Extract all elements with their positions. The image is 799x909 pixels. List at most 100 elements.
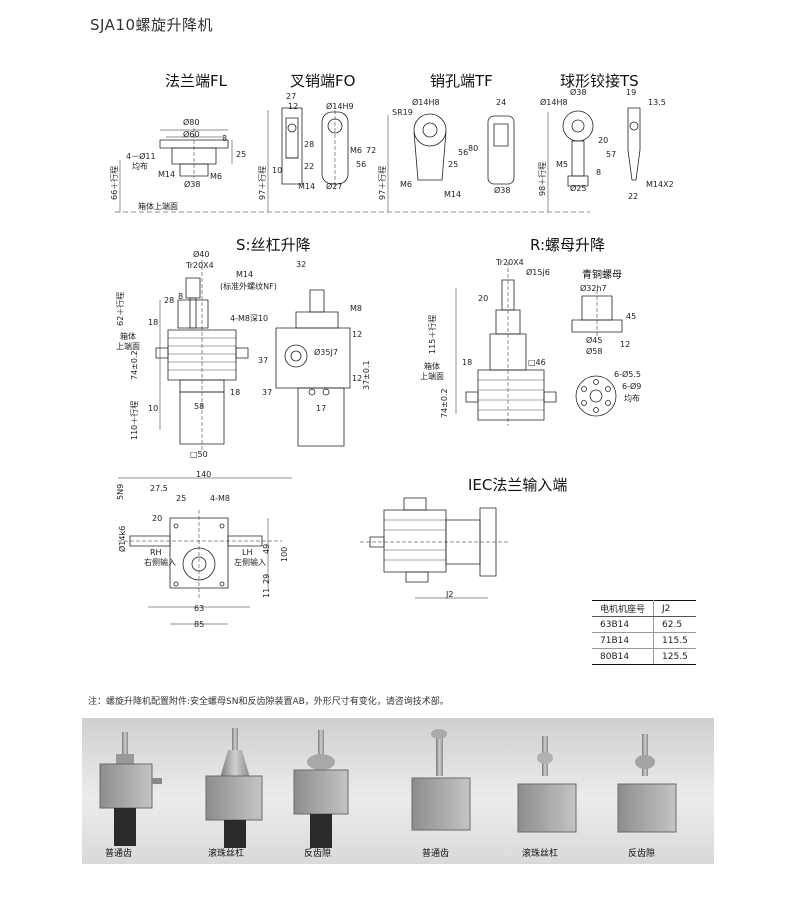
- dim-label: 115＋行程: [428, 314, 437, 354]
- dim-label: Ø35J7: [314, 348, 338, 357]
- screw-lifting-drawing: [156, 260, 350, 450]
- photo-caption: 普通齿: [422, 849, 450, 859]
- dim-label: 20: [478, 294, 489, 303]
- dim-label: 74±0.2: [130, 350, 139, 380]
- dim-label: M14: [298, 182, 316, 191]
- photo-caption: 滚珠丝杠: [208, 849, 245, 859]
- dim-label: 8: [222, 134, 228, 143]
- product-photo-standard-1: [99, 732, 162, 846]
- dim-label: Ø14k6: [118, 525, 127, 552]
- dim-label: Ø25: [570, 184, 587, 193]
- dim-label: 11: [262, 587, 271, 598]
- dim-label: Ø38: [494, 186, 511, 195]
- dim-label: 24: [496, 98, 507, 107]
- product-photo-ballscrew-2: [517, 736, 577, 833]
- dim-label: 17: [316, 404, 327, 413]
- dim-label: Tr20X4: [496, 258, 524, 267]
- dim-label: 29: [262, 573, 271, 584]
- dim-label: Tr20X4: [186, 261, 214, 270]
- dim-label: 28: [304, 140, 315, 149]
- dim-label: 25: [176, 494, 187, 503]
- dim-label: Ø80: [183, 118, 200, 127]
- photo-caption: 反齿隙: [304, 849, 332, 859]
- dim-label: 97＋行程: [258, 165, 267, 200]
- dim-label: 45: [626, 312, 637, 321]
- pin-hole-end-drawing: [388, 114, 514, 212]
- dim-label: 110＋行程: [130, 400, 139, 440]
- iec-input-drawing: [360, 498, 508, 598]
- dim-label: Ø15j6: [526, 268, 550, 277]
- dim-label: 8: [178, 292, 184, 301]
- dim-label: 上端面: [420, 372, 444, 381]
- table-cell: 80B14: [592, 648, 655, 665]
- dim-label: 37: [258, 356, 269, 365]
- motor-frame-table: 电机机座号 J2 63B14 62.5 71B14 115.5 80B14 12…: [592, 600, 696, 665]
- dim-label: 57: [606, 150, 617, 159]
- dim-label: 20: [598, 136, 609, 145]
- table-cell: 63B14: [592, 616, 655, 633]
- dim-label: 56: [458, 148, 469, 157]
- dim-label: M5: [556, 160, 568, 169]
- plan-view-drawing: [118, 478, 292, 624]
- dim-label: M6: [400, 180, 412, 189]
- dim-label: 19: [626, 88, 637, 97]
- table-cell: 125.5: [653, 648, 696, 665]
- dim-label: Ø45: [586, 336, 603, 345]
- dim-label: M14: [444, 190, 462, 199]
- section-title-pin-hole-end: 销孔端TF: [430, 72, 493, 90]
- dim-label: 32: [296, 260, 307, 269]
- dim-label: 25: [448, 160, 459, 169]
- dim-label: M8: [350, 304, 362, 313]
- dim-label: 上端面: [116, 342, 140, 351]
- dim-label: 18: [148, 318, 159, 327]
- dim-label: 右侧输入: [144, 558, 176, 567]
- dim-label: Ø38: [570, 88, 587, 97]
- section-title-spherical-joint: 球形铰接TS: [560, 72, 639, 90]
- dim-label: 10: [272, 166, 283, 175]
- table-cell: 62.5: [653, 616, 696, 633]
- dim-label: 箱体: [120, 332, 136, 341]
- dim-label: Ø14H9: [326, 102, 354, 111]
- dim-label: 140: [196, 470, 212, 479]
- table-cell: 115.5: [653, 632, 696, 649]
- dim-label: 13.5: [648, 98, 666, 107]
- section-title-bronze-nut: 青铜螺母: [582, 270, 622, 281]
- dim-label: Ø14H8: [540, 98, 568, 107]
- flange-end-drawing: [115, 128, 590, 212]
- dim-label: 5N9: [116, 483, 125, 500]
- section-title-flange-end: 法兰端FL: [165, 72, 227, 90]
- dim-label: 37±0.1: [362, 360, 371, 390]
- dim-label: M14: [236, 270, 254, 279]
- dim-label: 20: [152, 514, 163, 523]
- dim-label: Ø58: [586, 347, 603, 356]
- table-row: 80B14 125.5: [592, 648, 696, 665]
- photo-caption: 反齿隙: [628, 849, 656, 859]
- footnote: 注：螺旋升降机配置附件:安全螺母SN和反齿隙装置AB，外形尺寸有变化，请咨询技术…: [88, 697, 449, 707]
- dim-label: 18: [462, 358, 473, 367]
- dim-label: 22: [304, 162, 315, 171]
- dim-label: 80: [468, 144, 479, 153]
- dim-label: RH: [150, 548, 162, 557]
- dim-label: 12: [620, 340, 631, 349]
- fork-end-drawing: [268, 104, 348, 212]
- product-photos: [99, 728, 677, 848]
- product-photo-standard-2: [411, 729, 471, 831]
- dim-label: M14X2: [646, 180, 674, 189]
- dim-label: 56: [356, 160, 367, 169]
- dim-label: 100: [280, 546, 289, 562]
- dim-label: 74±0.2: [440, 388, 449, 418]
- document-title: SJA10螺旋升降机: [90, 16, 214, 34]
- dim-label: 6-Ø9: [622, 382, 642, 391]
- section-title-fork-end: 叉销端FO: [290, 72, 356, 90]
- table-row: 63B14 62.5: [592, 616, 696, 633]
- dim-label: 98＋行程: [538, 161, 547, 196]
- dim-label: 27.5: [150, 484, 168, 493]
- dim-label: LH: [242, 548, 253, 557]
- product-photo-ballscrew-1: [205, 728, 263, 848]
- dim-label: □46: [528, 358, 546, 367]
- section-title-screw-lifting: S:丝杠升降: [236, 236, 311, 254]
- section-title-iec-input: IEC法兰输入端: [468, 476, 568, 494]
- dim-label: 85: [194, 620, 205, 629]
- dim-label: J2: [446, 590, 454, 599]
